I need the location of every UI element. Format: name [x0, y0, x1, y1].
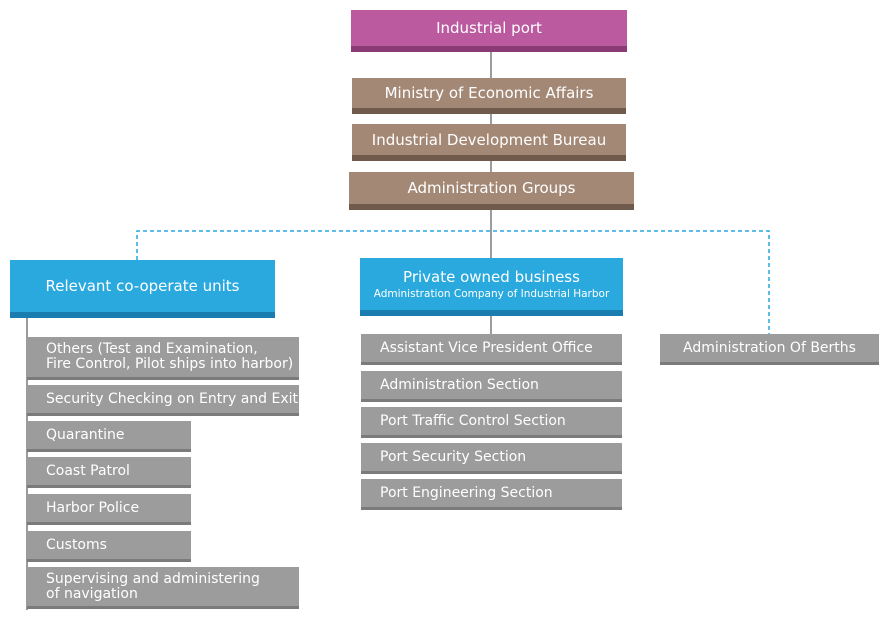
node-admin-groups-label: Administration Groups [407, 179, 576, 197]
node-ministry: Ministry of Economic Affairs [352, 78, 626, 114]
cooperate-item-customs: Customs [27, 531, 191, 562]
cooperate-item-label: Quarantine [46, 426, 125, 443]
private-item-label: Assistant Vice President Office [380, 339, 593, 356]
cooperate-item-label: Harbor Police [46, 499, 140, 516]
cooperate-item-label: Supervising and administering of navigat… [46, 570, 260, 602]
berths-node: Administration Of Berths [660, 334, 879, 365]
branch-private-label: Private owned business [403, 268, 580, 286]
root-node: Industrial port [351, 10, 627, 52]
berths-node-label: Administration Of Berths [683, 339, 856, 356]
branch-private: Private owned business Administration Co… [360, 258, 623, 316]
node-bureau: Industrial Development Bureau [352, 124, 626, 161]
private-item-traffic-control: Port Traffic Control Section [361, 407, 622, 438]
private-item-port-security: Port Security Section [361, 443, 622, 474]
cooperate-item-label: Others (Test and Examination, Fire Contr… [46, 341, 294, 372]
cooperate-item-label: Security Checking on Entry and Exit [46, 390, 298, 407]
cooperate-item-harbor-police: Harbor Police [27, 494, 191, 525]
cooperate-item-label: Customs [46, 536, 107, 553]
cooperate-item-quarantine: Quarantine [27, 421, 191, 452]
private-item-label: Administration Section [380, 376, 539, 393]
cooperate-item-label: Coast Patrol [46, 462, 130, 479]
branch-cooperate: Relevant co-operate units [10, 260, 275, 318]
private-item-assistant-vp-office: Assistant Vice President Office [361, 334, 622, 365]
private-item-label: Port Traffic Control Section [380, 412, 566, 429]
cooperate-item-coast-patrol: Coast Patrol [27, 457, 191, 488]
dashed-connector [136, 230, 770, 334]
private-item-label: Port Security Section [380, 448, 527, 465]
root-node-label: Industrial port [436, 19, 542, 37]
branch-private-sublabel: Administration Company of Industrial Har… [373, 288, 610, 300]
cooperate-item-security-checking: Security Checking on Entry and Exit [27, 385, 299, 416]
node-bureau-label: Industrial Development Bureau [371, 130, 607, 149]
branch-cooperate-label: Relevant co-operate units [45, 277, 240, 295]
cooperate-item-others: Others (Test and Examination, Fire Contr… [27, 337, 299, 380]
node-ministry-label: Ministry of Economic Affairs [384, 84, 594, 102]
private-item-port-engineering: Port Engineering Section [361, 479, 622, 510]
private-item-administration-section: Administration Section [361, 371, 622, 402]
private-item-label: Port Engineering Section [380, 484, 553, 501]
node-admin-groups: Administration Groups [349, 172, 634, 210]
cooperate-item-navigation: Supervising and administering of navigat… [27, 567, 299, 609]
